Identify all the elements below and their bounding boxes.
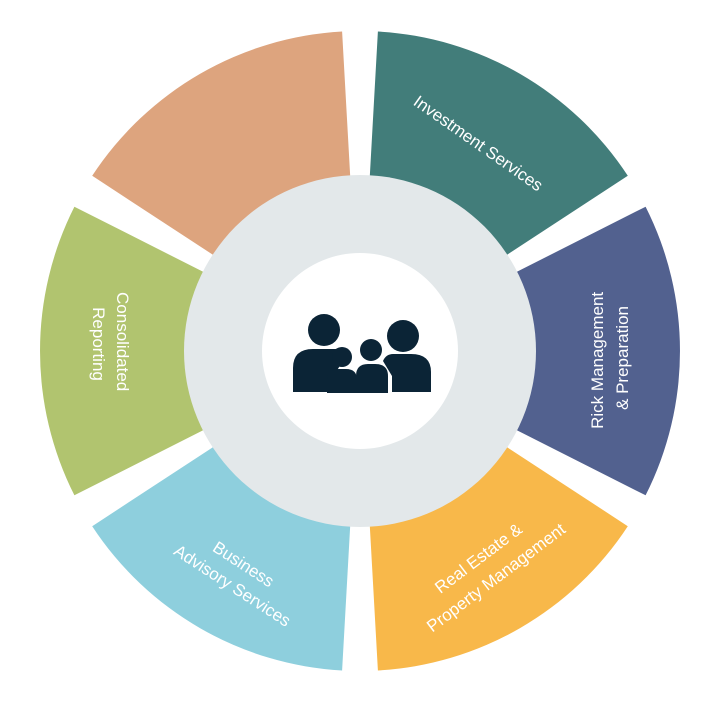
family-icon	[293, 314, 431, 393]
segment-consolidated-reporting	[40, 206, 227, 496]
center-circle	[262, 253, 458, 449]
label-consolidated-reporting: Consolidated Reporting	[89, 292, 132, 396]
segment-rick-management	[493, 206, 680, 496]
label-rick-management: Rick Management & Preparation	[588, 287, 632, 429]
